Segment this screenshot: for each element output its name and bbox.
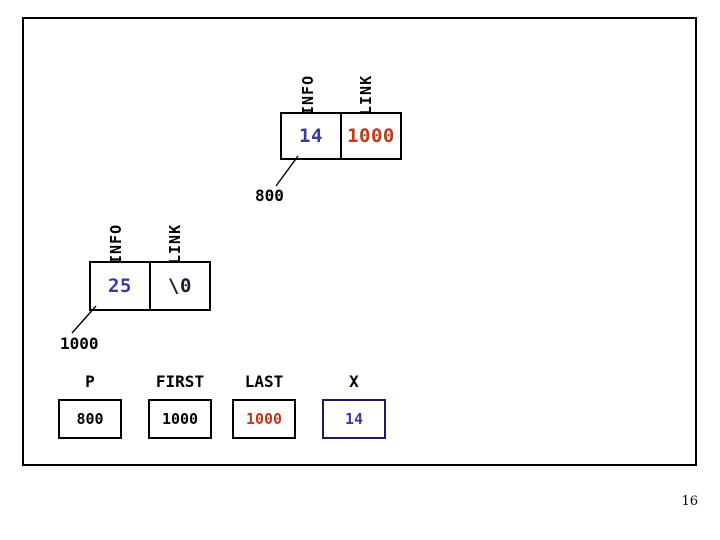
node-1000-address-leader <box>71 305 97 334</box>
var-box-P[interactable]: 800 <box>58 399 122 439</box>
page-number: 16 <box>681 494 698 509</box>
var-box-FIRST[interactable]: 1000 <box>148 399 212 439</box>
node-1000[interactable]: 25 \0 <box>89 261 211 311</box>
node-1000-info-cell: 25 <box>91 263 151 309</box>
node-800-link-header: LINK <box>357 74 375 115</box>
slide-frame <box>22 17 697 466</box>
node-800-address-leader <box>275 155 299 187</box>
var-box-LAST[interactable]: 1000 <box>232 399 296 439</box>
node-800-info-cell: 14 <box>282 114 342 158</box>
node-1000-info-header: INFO <box>107 223 125 264</box>
node-800[interactable]: 14 1000 <box>280 112 402 160</box>
var-label-P: P <box>85 372 95 391</box>
node-1000-link-cell: \0 <box>168 275 192 297</box>
var-label-FIRST: FIRST <box>155 372 205 391</box>
var-box-X[interactable]: 14 <box>322 399 386 439</box>
node-1000-link-header: LINK <box>166 223 184 264</box>
var-label-LAST: LAST <box>244 372 284 391</box>
node-800-address-label: 800 <box>255 186 284 205</box>
node-1000-address-label: 1000 <box>60 334 99 353</box>
var-label-X: X <box>349 372 359 391</box>
node-800-info-header: INFO <box>299 74 317 115</box>
node-800-link-cell: 1000 <box>347 125 395 147</box>
